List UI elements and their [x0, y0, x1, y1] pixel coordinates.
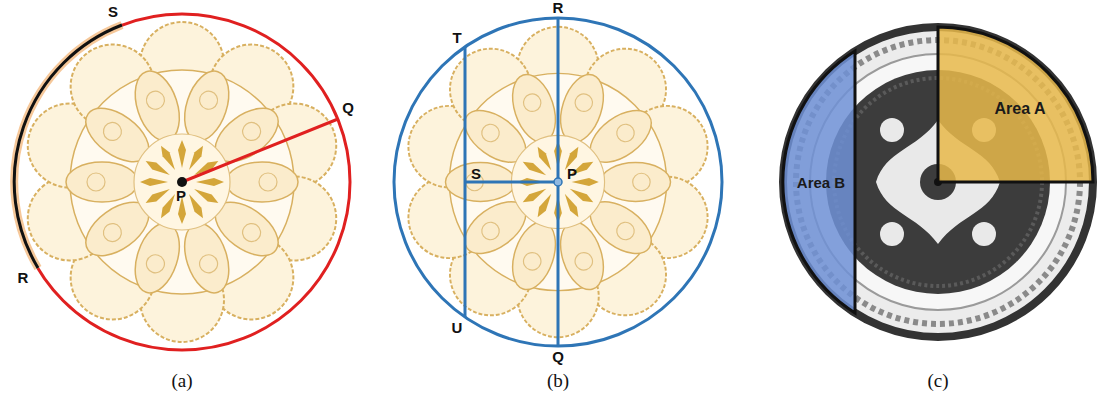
point-label: S [108, 4, 118, 20]
point-label: R [553, 0, 564, 16]
point-label: P [176, 188, 186, 204]
region-outline [783, 51, 855, 313]
point-label: P [567, 166, 577, 182]
area-label: Area A [995, 100, 1046, 118]
point-label: R [18, 270, 29, 286]
area-b-region: Area B [783, 51, 855, 313]
point-label: T [452, 30, 461, 46]
area-a-region: Area A [938, 27, 1093, 182]
point-label: Q [342, 100, 354, 116]
point-label: S [471, 166, 481, 182]
area-label: Area B [797, 174, 845, 191]
region-outline [938, 27, 1093, 182]
panel-caption: (a) [171, 370, 192, 391]
point-label: Q [552, 349, 564, 365]
point-label: U [452, 320, 463, 336]
panel-caption: (b) [547, 370, 569, 391]
panel-caption: (c) [927, 370, 948, 391]
